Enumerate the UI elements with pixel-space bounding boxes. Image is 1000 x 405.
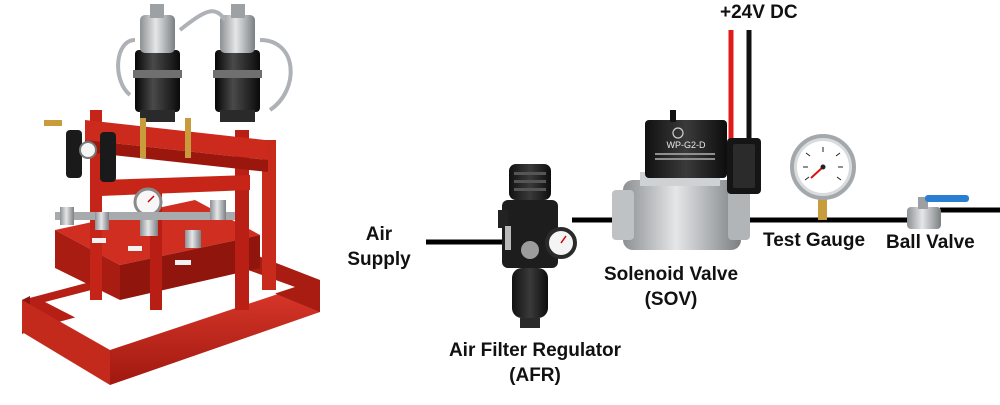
power-label: +24V DC	[720, 2, 798, 23]
air-supply-label: Air Supply	[340, 222, 418, 272]
sov-label: Solenoid Valve (SOV)	[596, 262, 746, 312]
air-supply-label-line1: Air	[365, 224, 393, 245]
air-supply-label-line2: Supply	[347, 249, 411, 270]
solenoid-model-text: WP-G2-D	[667, 140, 706, 150]
ball-valve-device	[907, 195, 969, 229]
sov-label-line2: (SOV)	[644, 289, 698, 310]
test-bench-image	[22, 4, 320, 385]
ball-valve-label: Ball Valve	[886, 232, 975, 253]
afr-label: Air Filter Regulator (AFR)	[440, 338, 630, 388]
test-gauge-device	[790, 134, 856, 220]
sov-device: WP-G2-D	[612, 110, 761, 250]
afr-device	[498, 164, 577, 328]
test-gauge-label: Test Gauge	[763, 230, 866, 251]
afr-label-line2: (AFR)	[509, 365, 561, 386]
afr-label-line1: Air Filter Regulator	[448, 340, 622, 361]
sov-label-line1: Solenoid Valve	[603, 264, 739, 285]
